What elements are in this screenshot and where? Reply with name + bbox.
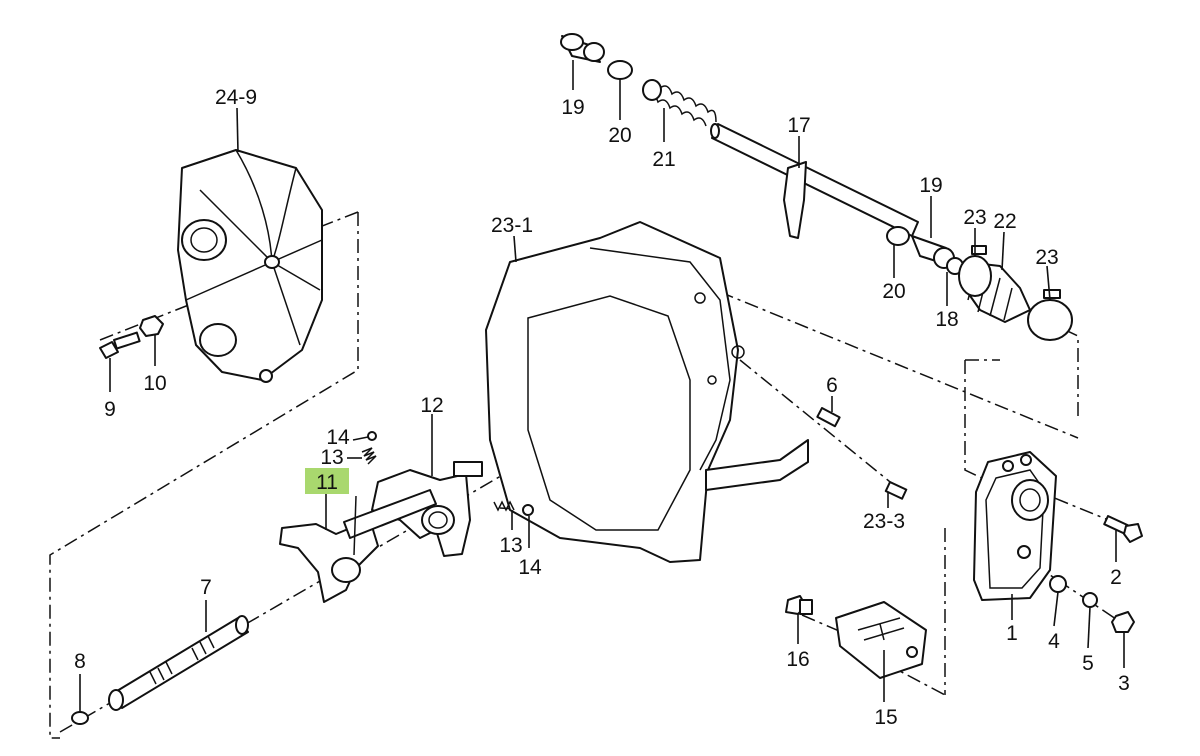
callout-22[interactable]: 22	[993, 210, 1016, 233]
callout-12[interactable]: 12	[420, 394, 443, 417]
part-23-3-pin	[884, 480, 908, 500]
part-16-bolt	[785, 595, 813, 615]
part-4-washer	[1049, 575, 1067, 593]
callout-14-top[interactable]: 14	[326, 426, 350, 449]
part-14-ball-top	[367, 431, 377, 441]
callout-10[interactable]: 10	[143, 372, 166, 395]
callout-15[interactable]: 15	[874, 706, 897, 729]
callout-23-3[interactable]: 23-3	[863, 510, 905, 533]
part-13-spring-right	[493, 500, 515, 512]
part-24-9-cover	[177, 149, 323, 383]
part-17-shift-shaft	[710, 123, 919, 239]
part-21-spring	[642, 79, 717, 127]
callout-20-lower[interactable]: 20	[882, 280, 905, 303]
part-13-spring-top	[361, 447, 377, 465]
part-14-ball-right	[522, 504, 534, 516]
callout-24-9[interactable]: 24-9	[215, 86, 257, 109]
callout-20-top[interactable]: 20	[608, 124, 631, 147]
callout-19-top[interactable]: 19	[561, 96, 584, 119]
leader-lines	[79, 60, 1125, 712]
callout-23-b[interactable]: 23	[1035, 246, 1058, 269]
callout-23-1[interactable]: 23-1	[491, 214, 533, 237]
callout-21[interactable]: 21	[652, 148, 675, 171]
callout-17[interactable]: 17	[787, 114, 810, 137]
part-20-ring-top	[607, 60, 633, 80]
callout-8[interactable]: 8	[74, 650, 86, 673]
callout-2[interactable]: 2	[1110, 566, 1122, 589]
callout-1[interactable]: 1	[1006, 622, 1018, 645]
callout-13-right[interactable]: 13	[499, 534, 522, 557]
part-5-washer	[1082, 592, 1098, 608]
part-23-clamp-a	[958, 245, 992, 297]
callout-5[interactable]: 5	[1082, 652, 1094, 675]
part-9-bolt	[99, 331, 141, 359]
callout-23-a[interactable]: 23	[963, 206, 986, 229]
callout-4[interactable]: 4	[1048, 630, 1060, 653]
callout-3[interactable]: 3	[1118, 672, 1130, 695]
part-11-shift-fork	[279, 489, 437, 603]
part-7-shift-rod	[108, 615, 249, 711]
part-23-1-case	[485, 221, 809, 563]
callout-19-lower[interactable]: 19	[919, 174, 942, 197]
callout-13-top[interactable]: 13	[320, 446, 343, 469]
part-3-nut	[1111, 611, 1135, 633]
callout-11[interactable]: 11	[316, 471, 338, 494]
part-8-ring	[71, 711, 89, 725]
callout-labels: 24-9 9 10 19 20 21 17 19 23 22 23 20 18 …	[74, 86, 1130, 729]
callout-9[interactable]: 9	[104, 398, 116, 421]
part-10-nut	[139, 315, 164, 337]
part-19-collar-top	[560, 33, 605, 63]
part-2-bolt	[1103, 515, 1143, 543]
callout-7[interactable]: 7	[200, 576, 212, 599]
part-19-collar-lower	[911, 235, 955, 269]
callout-14-right[interactable]: 14	[518, 556, 542, 579]
callout-11-highlight	[305, 468, 349, 494]
callout-6[interactable]: 6	[826, 374, 838, 397]
callout-18[interactable]: 18	[935, 308, 958, 331]
part-6-pin	[816, 406, 841, 428]
part-12-shift-fork	[371, 461, 483, 557]
part-1-housing	[973, 451, 1057, 601]
part-20-ring-lower	[886, 226, 910, 246]
part-15-bracket	[835, 601, 927, 679]
callout-16[interactable]: 16	[786, 648, 809, 671]
